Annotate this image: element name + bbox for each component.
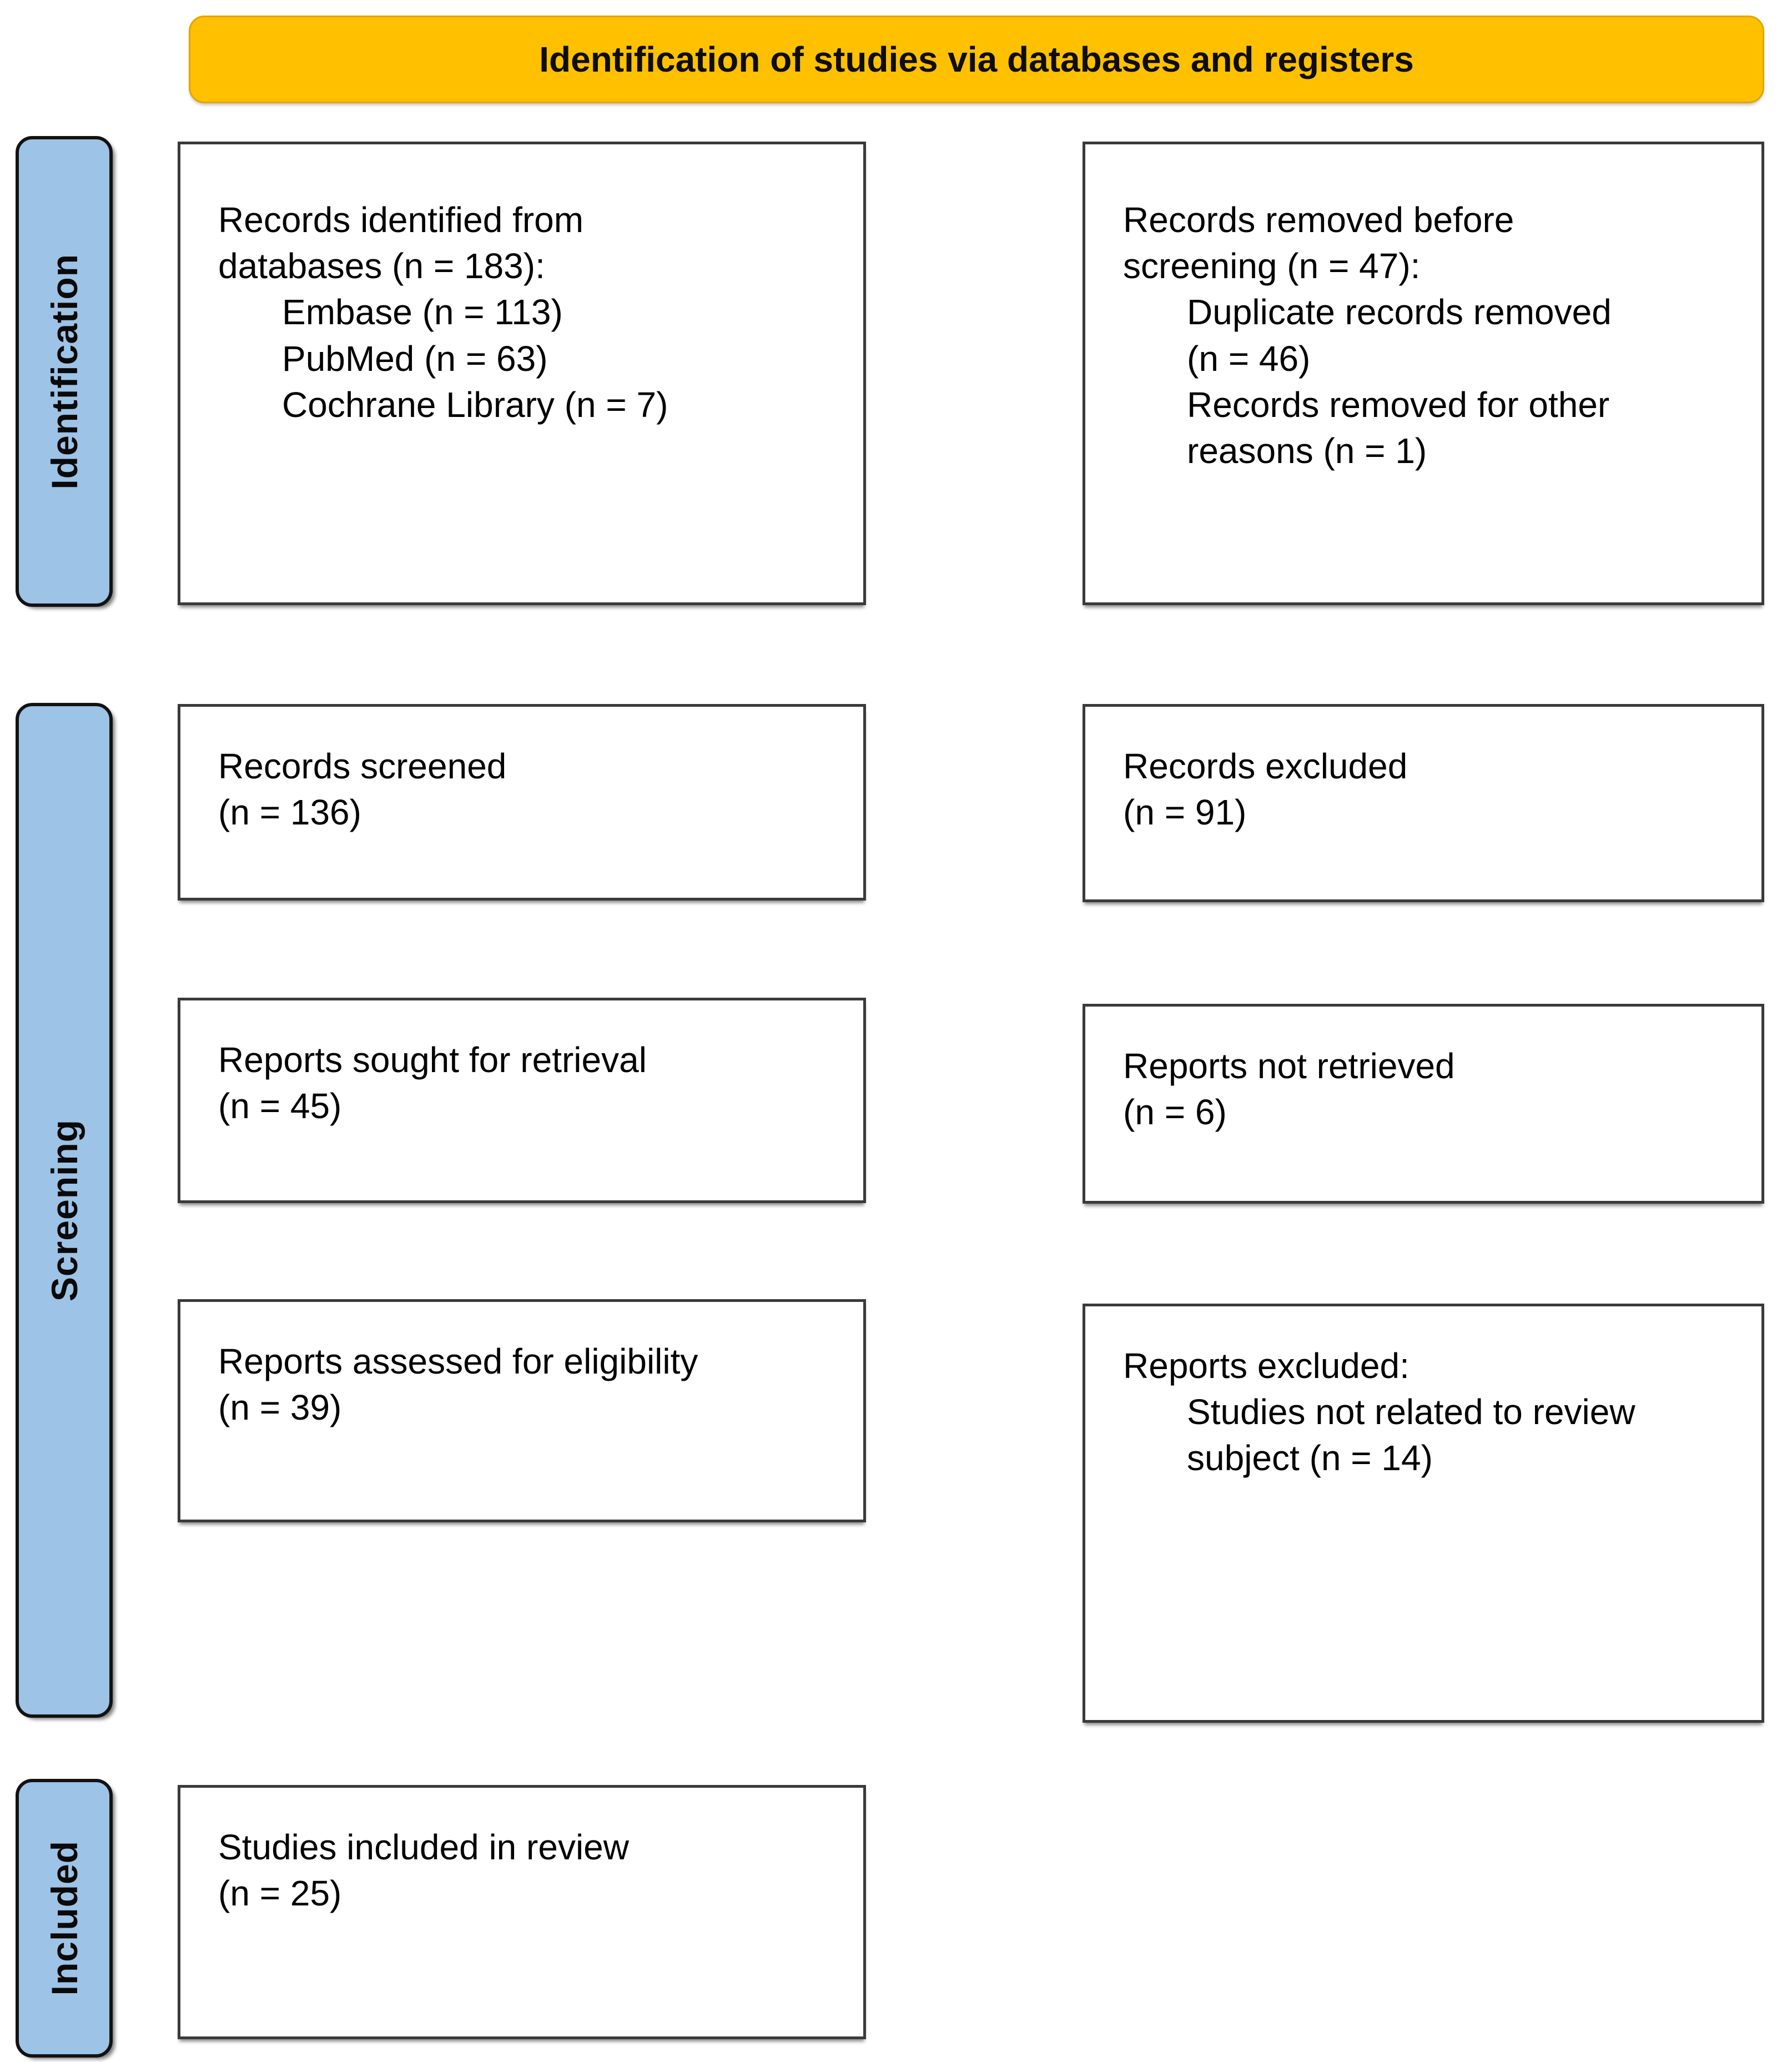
banner-title: Identification of studies via databases … — [539, 39, 1414, 79]
box-content: Studies included in review (n = 25) — [180, 1788, 863, 1917]
box-reports-assessed-for-eligibility: Reports assessed for eligibility (n = 39… — [178, 1299, 866, 1522]
box-content: Records screened (n = 136) — [180, 707, 863, 836]
stage-label-identification: Identification — [43, 253, 85, 490]
box-line: Records removed for other — [1187, 384, 1610, 425]
box-line: databases (n = 183): — [218, 246, 545, 286]
box-line: (n = 25) — [218, 1873, 342, 1914]
box-records-screened: Records screened (n = 136) — [178, 704, 866, 901]
banner: Identification of studies via databases … — [189, 16, 1764, 103]
box-line: (n = 46) — [1187, 338, 1311, 379]
box-reports-not-retrieved: Reports not retrieved (n = 6) — [1083, 1004, 1764, 1204]
box-content: Records identified from databases (n = 1… — [180, 144, 863, 428]
box-line: Reports sought for retrieval — [218, 1040, 647, 1080]
box-line: Studies included in review — [218, 1827, 629, 1867]
box-content: Reports excluded: Studies not related to… — [1085, 1306, 1761, 1482]
box-line: Studies not related to review — [1187, 1392, 1635, 1432]
box-line: (n = 6) — [1123, 1092, 1227, 1133]
box-line: Embase (n = 113) — [282, 292, 563, 333]
box-reports-sought-for-retrieval: Reports sought for retrieval (n = 45) — [178, 998, 866, 1203]
box-line: Cochrane Library (n = 7) — [282, 384, 668, 425]
stage-label-screening: Screening — [43, 1119, 85, 1302]
box-content: Records excluded (n = 91) — [1085, 707, 1761, 836]
box-reports-excluded: Reports excluded: Studies not related to… — [1083, 1304, 1764, 1723]
box-line: (n = 136) — [218, 792, 361, 833]
box-line: Records identified from — [218, 200, 584, 240]
box-records-identified: Records identified from databases (n = 1… — [178, 142, 866, 605]
box-line: Duplicate records removed — [1187, 292, 1612, 333]
box-records-removed-before-screening: Records removed before screening (n = 47… — [1083, 142, 1764, 605]
box-line: (n = 91) — [1123, 792, 1247, 833]
box-content: Reports sought for retrieval (n = 45) — [180, 1000, 863, 1129]
stage-label-included: Included — [43, 1840, 85, 1996]
box-studies-included-in-review: Studies included in review (n = 25) — [178, 1785, 866, 2039]
stage-tab-identification: Identification — [16, 136, 113, 607]
box-content: Reports not retrieved (n = 6) — [1085, 1007, 1761, 1135]
box-records-excluded: Records excluded (n = 91) — [1083, 704, 1764, 902]
box-line: (n = 39) — [218, 1387, 342, 1428]
box-line: Reports not retrieved — [1123, 1046, 1455, 1086]
box-line: reasons (n = 1) — [1187, 430, 1427, 471]
box-content: Records removed before screening (n = 47… — [1085, 144, 1761, 474]
box-line: Records removed before — [1123, 200, 1514, 240]
stage-tab-screening: Screening — [16, 703, 113, 1718]
box-line: Records screened — [218, 746, 507, 786]
stage-tab-included: Included — [16, 1779, 113, 2058]
box-content: Reports assessed for eligibility (n = 39… — [180, 1302, 863, 1431]
box-line: subject (n = 14) — [1187, 1438, 1433, 1478]
box-line: Reports excluded: — [1123, 1346, 1410, 1386]
box-line: Reports assessed for eligibility — [218, 1341, 698, 1381]
box-line: PubMed (n = 63) — [282, 338, 548, 379]
box-line: Records excluded — [1123, 746, 1408, 786]
box-line: (n = 45) — [218, 1086, 342, 1126]
box-line: screening (n = 47): — [1123, 246, 1421, 286]
